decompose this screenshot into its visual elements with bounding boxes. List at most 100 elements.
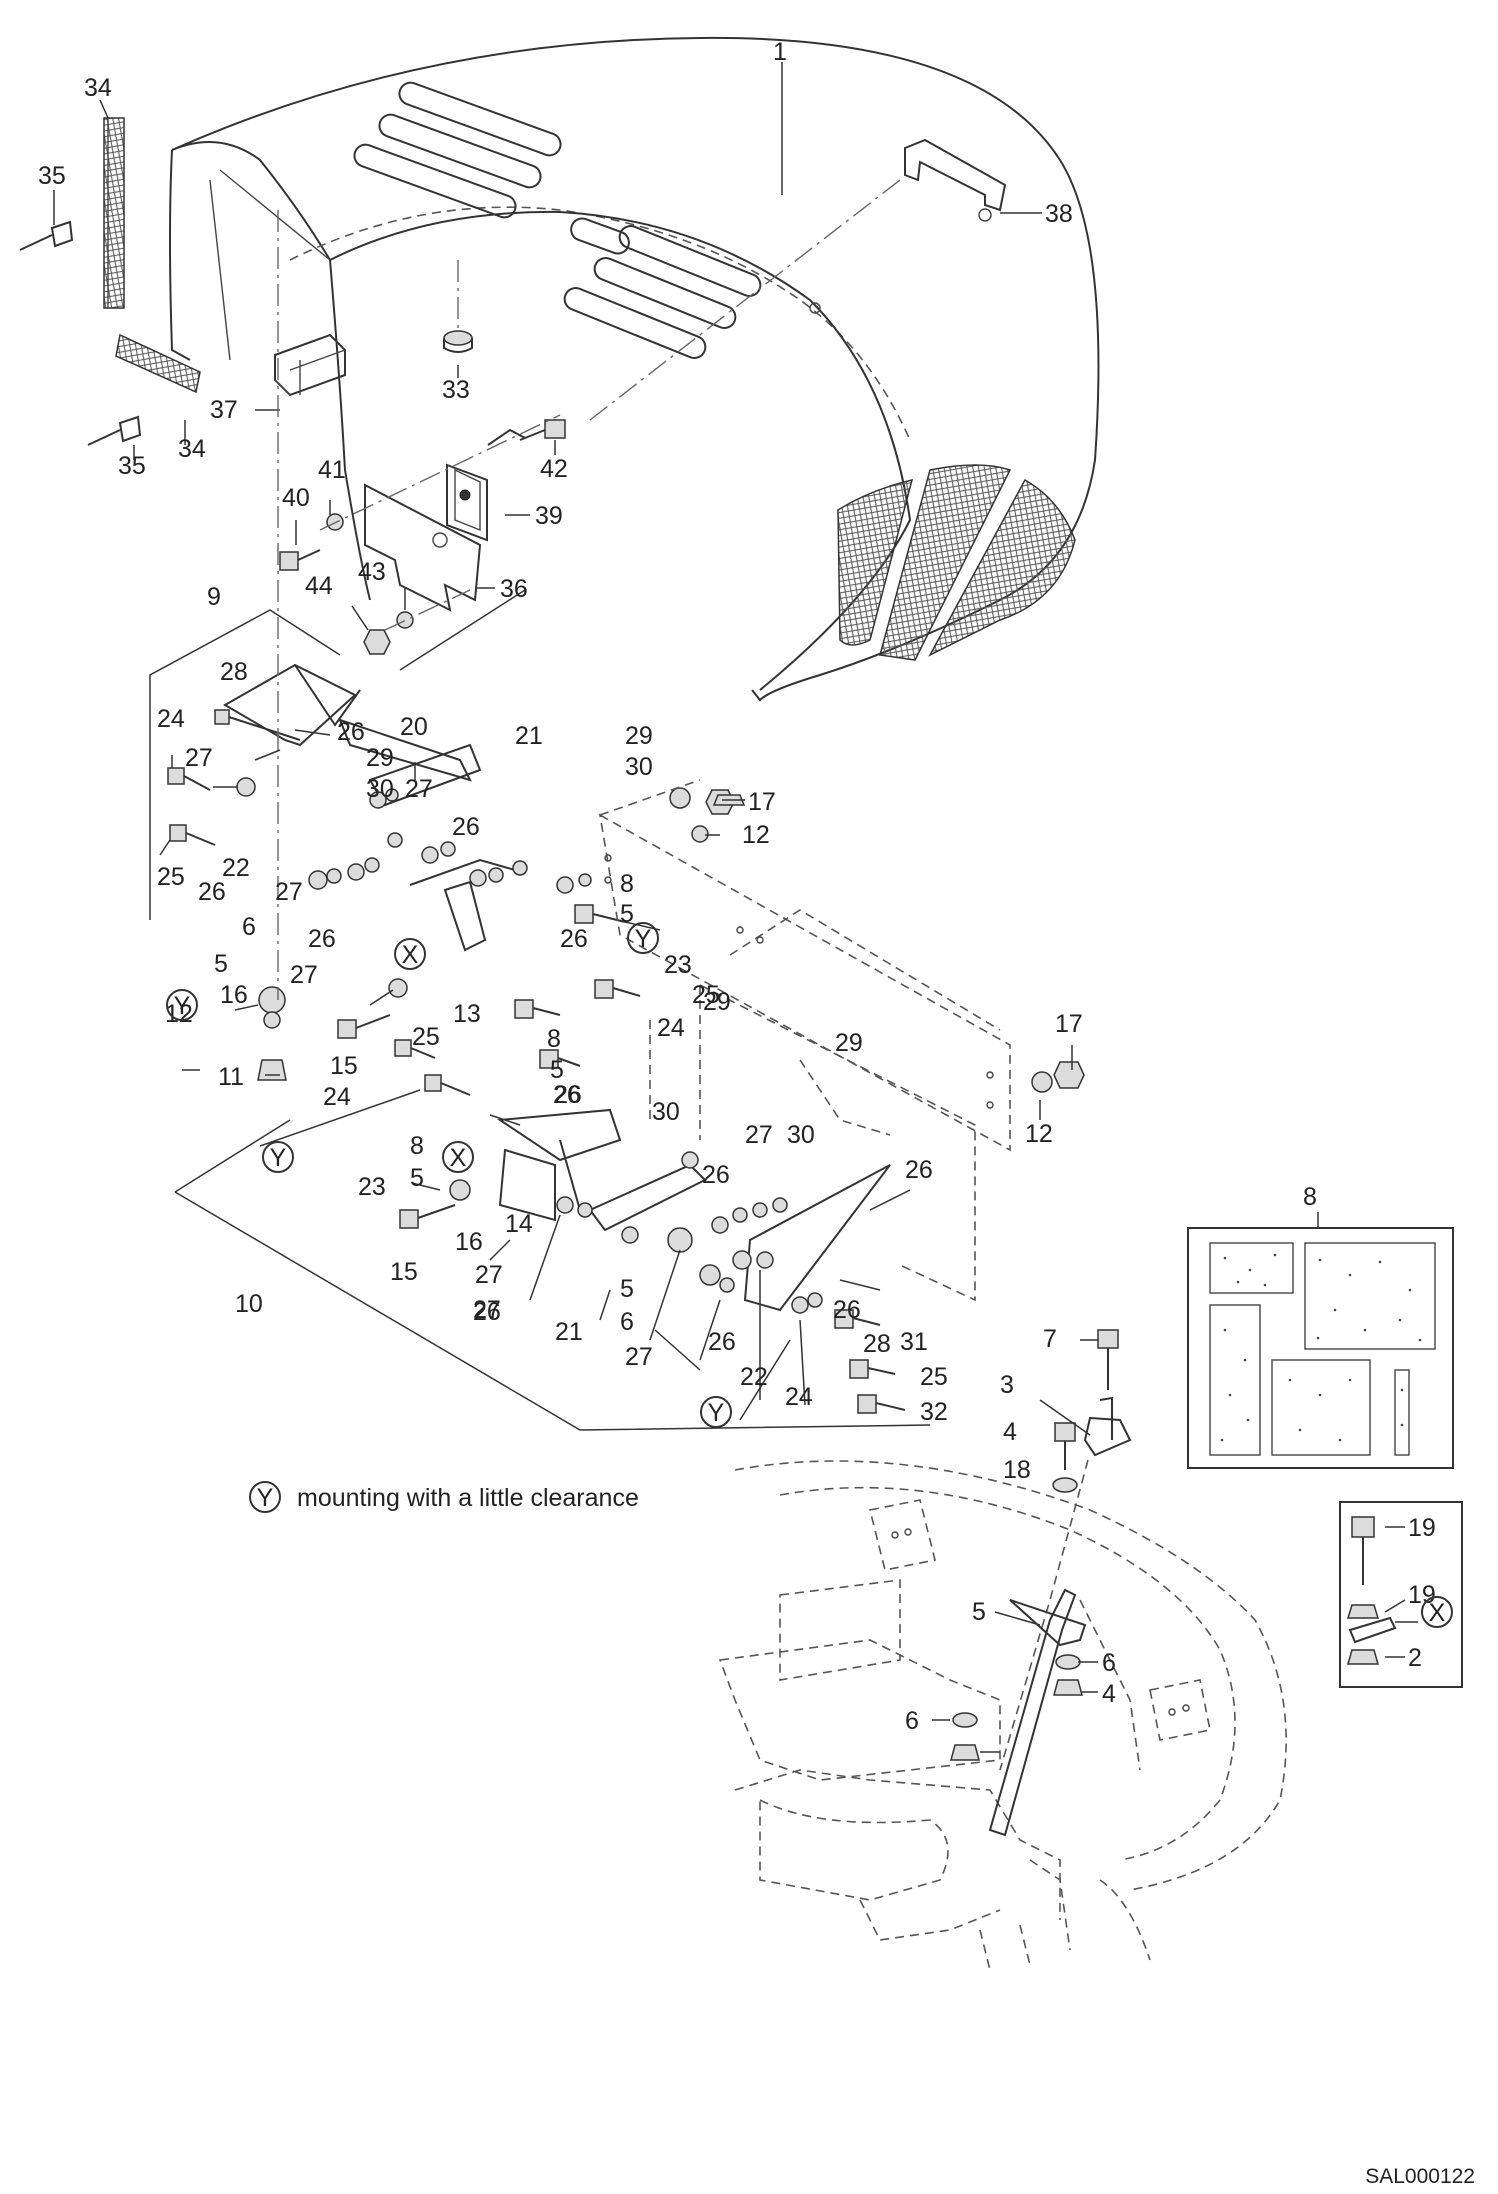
- callout-label: 30: [625, 753, 653, 781]
- callout-label: 17: [748, 788, 776, 816]
- callout-label: 8: [410, 1132, 424, 1160]
- mounting-note: Y mounting with a little clearance: [249, 1481, 639, 1513]
- callout-label: 10: [235, 1290, 263, 1318]
- rubber-seal-strip-upper: [103, 117, 125, 309]
- callout-label: 34: [178, 435, 206, 463]
- callout-label: 26: [308, 925, 336, 953]
- hood-stay-rod: [988, 1396, 1132, 1837]
- callout-label: 2: [1408, 1644, 1422, 1672]
- callout-label: 38: [1045, 200, 1073, 228]
- callout-label: 15: [390, 1258, 418, 1286]
- callout-label: 26: [833, 1296, 861, 1324]
- rivet-lower: [87, 415, 142, 446]
- callout-label: 25: [920, 1363, 948, 1391]
- callout-label: 26: [905, 1156, 933, 1184]
- callout-label: 19: [1408, 1514, 1436, 1542]
- washer-43: [396, 611, 414, 629]
- callout-label: 8: [620, 870, 634, 898]
- callout-label: 27: [290, 961, 318, 989]
- callout-label: 26: [337, 718, 365, 746]
- callout-label: 28: [863, 1330, 891, 1358]
- svg-text:Y: Y: [708, 1399, 725, 1427]
- callout-label: 27: [745, 1121, 773, 1149]
- callout-label: 5: [620, 1275, 634, 1303]
- bolt-42: [519, 419, 566, 441]
- callout-label: 27: [625, 1343, 653, 1371]
- callout-label: 31: [900, 1328, 928, 1356]
- callout-label: 4: [1102, 1680, 1116, 1708]
- sticker-set-box: [1187, 1227, 1454, 1469]
- callout-label: 37: [210, 396, 238, 424]
- callout-label: 3: [1000, 1371, 1014, 1399]
- callout-label: 8: [1303, 1183, 1317, 1211]
- marker-x: X: [1421, 1596, 1453, 1628]
- callout-label: 16: [220, 981, 248, 1009]
- callout-label: 6: [905, 1707, 919, 1735]
- callout-label: 21: [555, 1318, 583, 1346]
- rivet-upper: [19, 220, 74, 251]
- callout-label: 43: [358, 558, 386, 586]
- callout-label: 13: [453, 1000, 481, 1028]
- svg-text:X: X: [1429, 1599, 1446, 1627]
- callout-label: 24: [785, 1383, 813, 1411]
- drawing-code: SAL000122: [1365, 2165, 1475, 2188]
- callout-label: 14: [505, 1210, 533, 1238]
- note-marker: Y: [257, 1484, 274, 1512]
- callout-label: 24: [657, 1014, 685, 1042]
- callout-label: 29: [625, 722, 653, 750]
- rubber-seal-strip-lower: [115, 333, 201, 394]
- callout-label: 26: [702, 1161, 730, 1189]
- engine-hood: [169, 36, 1100, 702]
- callout-label: 26: [560, 925, 588, 953]
- callout-label: 5: [410, 1164, 424, 1192]
- callout-label: 26: [473, 1298, 501, 1326]
- marker-x: X: [394, 938, 426, 970]
- callout-label: 5: [214, 950, 228, 978]
- callout-label: 32: [920, 1398, 948, 1426]
- callout-labels: 1 38 34 35 37 35 34 33 42 40 41 39 44 43…: [38, 38, 1436, 1735]
- callout-label: 29: [835, 1029, 863, 1057]
- svg-text:X: X: [402, 941, 419, 969]
- callout-label: 25: [157, 863, 185, 891]
- callout-label: 22: [740, 1363, 768, 1391]
- callout-label: 36: [500, 575, 528, 603]
- callout-label: 26: [708, 1328, 736, 1356]
- assembly-9-bracket: [149, 609, 341, 920]
- callout-label: 26: [452, 813, 480, 841]
- fastener-detail-box: [1339, 1501, 1463, 1688]
- marker-y: Y: [700, 1396, 732, 1428]
- callout-label: 25: [692, 981, 720, 1009]
- callout-label: 6: [242, 913, 256, 941]
- callout-label: 42: [540, 455, 568, 483]
- assembly-axis-lines: [277, 179, 901, 1000]
- marker-x: X: [442, 1141, 474, 1173]
- callout-label: 35: [38, 162, 66, 190]
- base-frame: [718, 1460, 1287, 1971]
- callout-label: 26: [198, 878, 226, 906]
- callout-label: 33: [442, 376, 470, 404]
- callout-label: 29: [366, 744, 394, 772]
- latch: [446, 428, 526, 542]
- svg-text:Y: Y: [635, 925, 652, 953]
- callout-label: 41: [318, 456, 346, 484]
- svg-text:Y: Y: [174, 992, 191, 1020]
- stay-fasteners: [950, 1329, 1119, 1761]
- lock-bracket: [364, 483, 482, 612]
- marker-y: Y: [627, 922, 659, 954]
- hood-vents: [353, 81, 762, 359]
- callout-label: 18: [1003, 1456, 1031, 1484]
- callout-label: 40: [282, 484, 310, 512]
- callout-label: 26: [553, 1081, 581, 1109]
- callout-label: 11: [218, 1063, 244, 1091]
- mounting-plate: [598, 779, 1011, 1302]
- callout-label: 25: [412, 1023, 440, 1051]
- callout-label: 23: [664, 951, 692, 979]
- svg-text:Y: Y: [270, 1144, 287, 1172]
- callout-label: 12: [1025, 1120, 1053, 1148]
- marker-y: Y: [166, 989, 198, 1021]
- callout-label: 23: [358, 1173, 386, 1201]
- callout-label: 24: [323, 1083, 351, 1111]
- callout-label: 6: [620, 1308, 634, 1336]
- callout-label: 27: [275, 878, 303, 906]
